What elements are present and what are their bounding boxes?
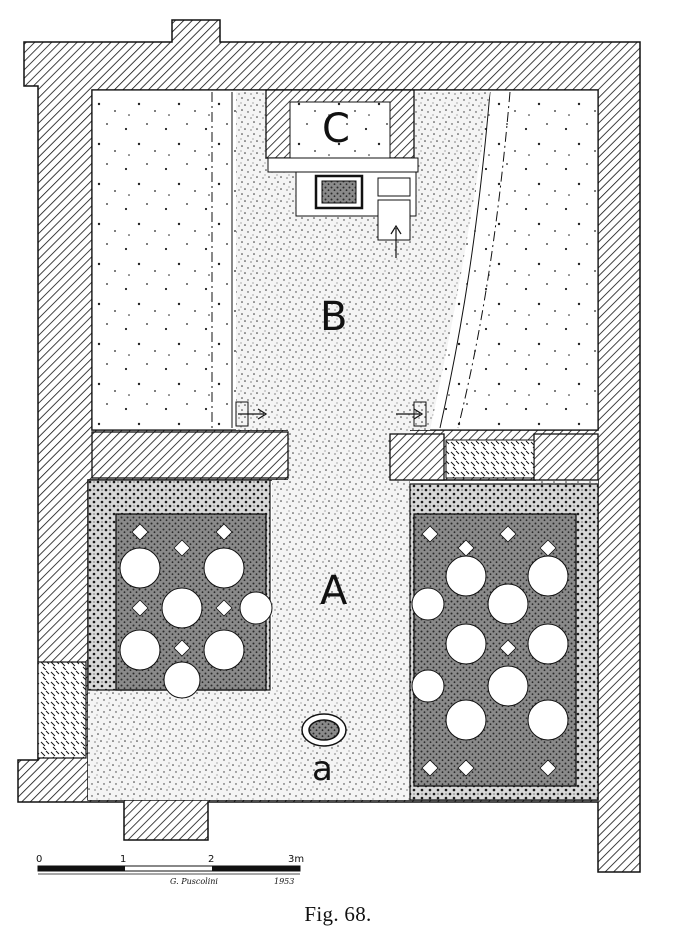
mosaic-panel-left <box>87 479 273 699</box>
scale-signature: G. Puscolini <box>170 877 218 886</box>
scale-tick-1: 1 <box>120 854 126 865</box>
mosaic-panel-right <box>409 483 599 801</box>
scale-tick-0: 0 <box>36 854 42 865</box>
drain-label: a <box>312 749 333 789</box>
inner-wall-stubs <box>37 431 599 759</box>
floor-plan: C B A a 0 1 2 3m G. Puscolini 1953 <box>17 19 641 886</box>
room-c-label: C <box>322 106 350 152</box>
scale-tick-3: 3m <box>288 854 304 865</box>
scale-bar: 0 1 2 3m G. Puscolini 1953 <box>36 854 304 886</box>
door-arrows <box>235 401 427 427</box>
scale-tick-2: 2 <box>208 854 214 865</box>
room-a-label: A <box>320 568 348 614</box>
room-c <box>265 89 419 258</box>
drain <box>301 713 347 747</box>
figure-caption: Fig. 68. <box>304 902 372 926</box>
scale-year: 1953 <box>274 877 294 886</box>
room-b-label: B <box>320 294 347 340</box>
